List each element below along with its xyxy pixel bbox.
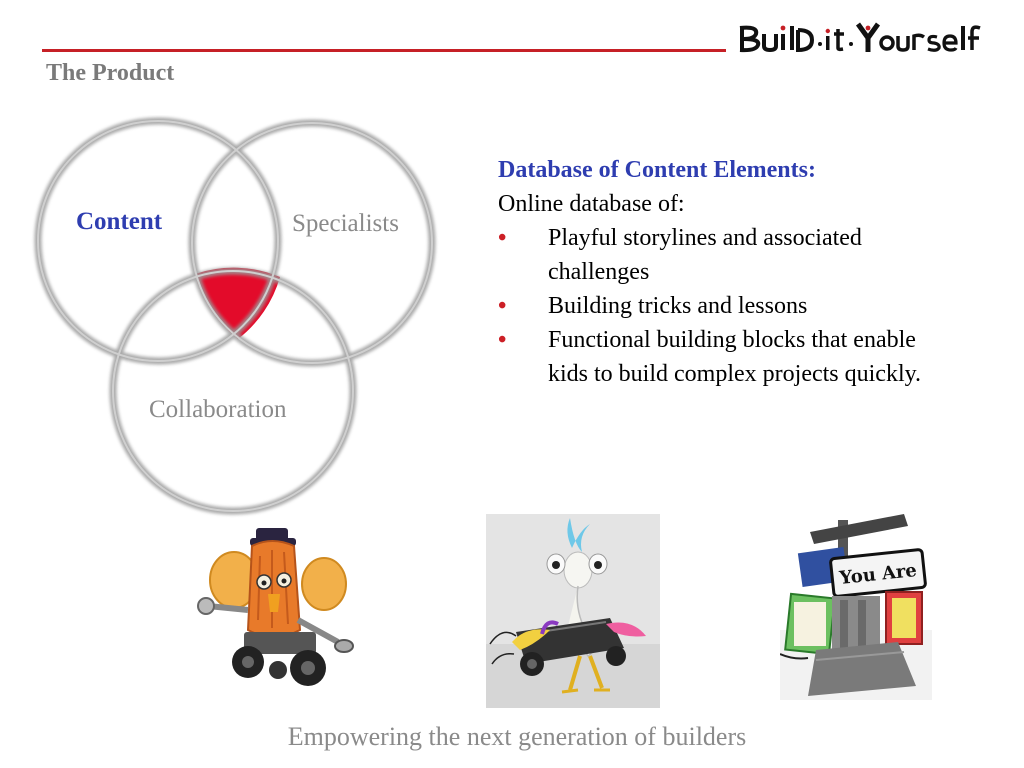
- intro-text: Online database of:: [498, 191, 685, 217]
- venn-circle-specialists: [188, 119, 436, 367]
- venn-label-content: Content: [76, 208, 163, 235]
- list-item: • Building tricks and lessons: [498, 289, 938, 323]
- sign-robot-photo: You Are: [780, 510, 932, 700]
- bird-robot-photo: [486, 514, 660, 708]
- list-item: • Playful storylines and associated chal…: [498, 221, 938, 289]
- header-rule: [42, 49, 726, 52]
- bullet-icon: •: [498, 225, 507, 251]
- content-description: Database of Content Elements: Online dat…: [498, 153, 938, 391]
- venn-intersection: [195, 267, 280, 339]
- venn-circle-content: [34, 117, 282, 365]
- list-item-text: Playful storylines and associated challe…: [548, 225, 862, 285]
- venn-label-collaboration: Collaboration: [149, 396, 287, 423]
- robot-photo: [188, 520, 368, 700]
- venn-label-specialists: Specialists: [292, 210, 399, 237]
- section-heading: Database of Content Elements:: [498, 157, 816, 183]
- bullet-icon: •: [498, 293, 507, 319]
- bullet-list: • Playful storylines and associated chal…: [498, 221, 938, 391]
- bullet-icon: •: [498, 327, 507, 353]
- build-it-yourself-logo: [734, 14, 990, 60]
- footer-tagline: Empowering the next generation of builde…: [287, 722, 747, 751]
- page-title: The Product: [46, 60, 175, 86]
- list-item-text: Functional building blocks that enable k…: [548, 327, 922, 387]
- list-item: • Functional building blocks that enable…: [498, 323, 938, 391]
- list-item-text: Building tricks and lessons: [548, 293, 808, 319]
- venn-diagram: [30, 115, 450, 520]
